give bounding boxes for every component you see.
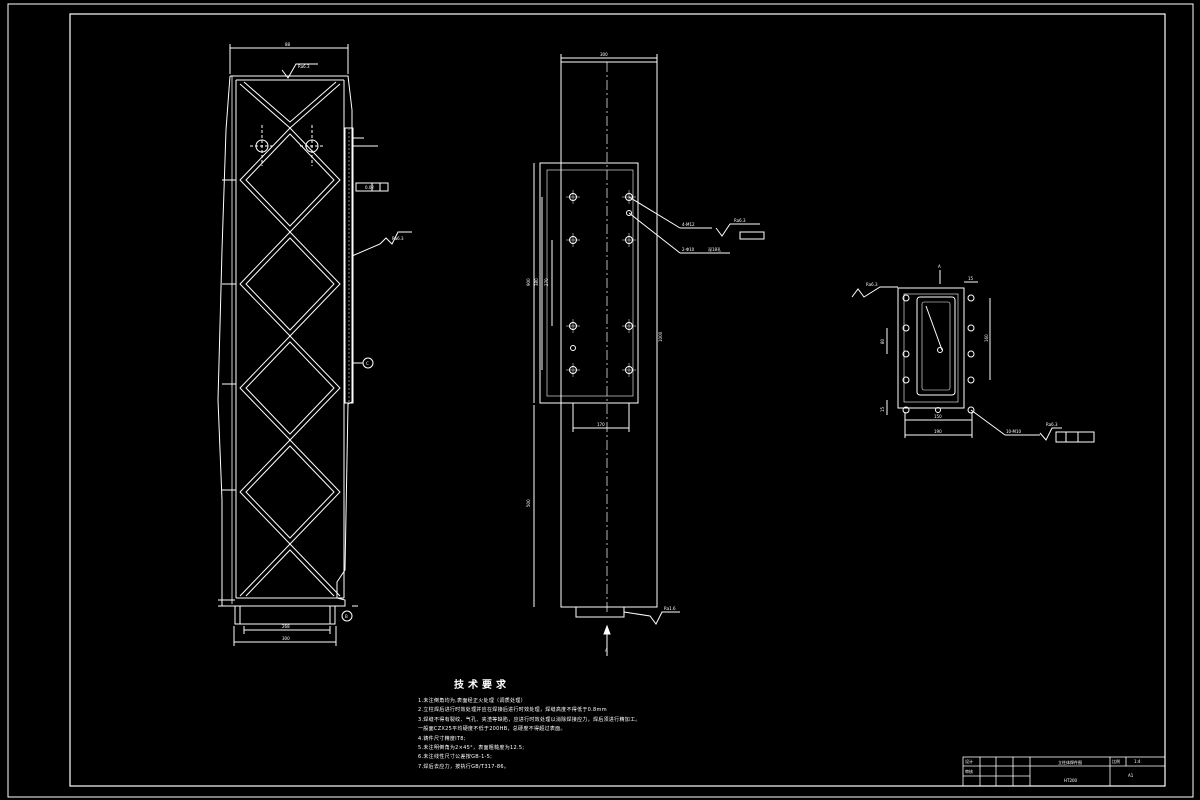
dim-bottom-outer: 300 <box>282 636 290 641</box>
dim-top-width: 88 <box>285 42 291 47</box>
section-mark-b <box>341 610 353 622</box>
mid-dim-tall: 900 <box>526 278 531 286</box>
side-rough2: Ra6.3 <box>1046 422 1058 427</box>
main-column-view <box>217 44 412 646</box>
tech-title: 技术要求 <box>454 680 510 691</box>
side-left-small: 15 <box>880 406 885 412</box>
side-left-dim: 80 <box>880 338 885 344</box>
rough-right: Ra6.3 <box>392 236 404 241</box>
side-bottom-outer: 190 <box>934 429 942 434</box>
front-view <box>533 54 765 656</box>
tb-checker: 审核 <box>965 768 973 774</box>
mid-rough: Ra6.3 <box>734 218 746 223</box>
tech-line: 5.未注明倒角为2×45°，表面粗糙度为12.5; <box>418 745 525 752</box>
tech-line: 7.焊后去应力，按执行GB/T317-86。 <box>418 763 510 770</box>
mid-dim-inner1: 380 <box>534 278 539 286</box>
side-right-dim: 160 <box>984 334 989 342</box>
outer-frame <box>7 3 1194 798</box>
view-arrow-a: A <box>605 648 608 653</box>
side-hole-pattern <box>902 294 975 414</box>
diamond-lattice <box>239 81 341 597</box>
tb-scale-label: 比例 <box>1112 758 1120 764</box>
mid-dim-bottom: 170 <box>597 422 605 427</box>
hole-depth: 深18孔 <box>708 246 721 252</box>
hole-callout-1: 4-M12 <box>682 222 695 227</box>
dim-bottom-inner: 268 <box>282 624 290 629</box>
tb-drawing-name: 立柱体焊件图 <box>1058 759 1082 765</box>
tech-line: 2.立柱焊后进行时效处理并应在焊接后进行时效处理，焊缝高度不得低于0.8mm <box>418 707 607 714</box>
tb-sheet: A1 <box>1128 773 1134 778</box>
tech-requirements: 技术要求 1.未注倒角均为,表面经正火处理（调质处理） 2.立柱焊后进行时效处理… <box>418 676 718 772</box>
title-block <box>962 756 1166 787</box>
section-c-label: C <box>366 361 369 366</box>
side-top-dim: 15 <box>968 276 974 281</box>
side-view-a <box>851 270 1095 443</box>
hole-pattern <box>566 190 636 377</box>
tolerance-value: 0.02 <box>365 185 374 190</box>
rough-top: Ra6.3 <box>298 64 310 69</box>
side-view-label: A <box>938 264 941 269</box>
side-rough: Ra6.3 <box>866 282 878 287</box>
mid-dim-lower: 500 <box>526 499 531 507</box>
section-b-label: B <box>345 614 348 619</box>
tb-designer: 设计 <box>965 758 973 764</box>
tech-line: 4.铸件尺寸精度IT8; <box>418 735 466 742</box>
tb-scale-value: 1:4 <box>1134 759 1141 764</box>
tech-line: 1.未注倒角均为,表面经正火处理（调质处理） <box>418 698 526 704</box>
mid-dim-right: 1000 <box>658 331 663 342</box>
column-outer-profile <box>217 75 353 607</box>
side-callout: 10-M10 <box>1006 429 1022 434</box>
hole-callout-2: 2-Φ10 <box>682 247 695 252</box>
tech-line: 3.焊缝不得有裂纹、气孔、夹渣等缺陷，应进行时效处理以消除焊接应力，焊后须进行精… <box>418 716 641 723</box>
mid-bottom-rough: Ra1.6 <box>664 606 676 611</box>
mid-dim-inner2: 270 <box>544 278 549 286</box>
side-bottom-inner: 150 <box>934 414 942 419</box>
tech-line: 6.未注线性尺寸公差按GB-1-5; <box>418 754 493 761</box>
mid-dim-top: 300 <box>600 52 608 57</box>
tech-line: 一般面CZX25平均硬度不低于200HB，总硬度不得超过表面。 <box>418 726 566 733</box>
inner-frame <box>69 13 1166 787</box>
tb-material: HT200 <box>1064 778 1078 783</box>
